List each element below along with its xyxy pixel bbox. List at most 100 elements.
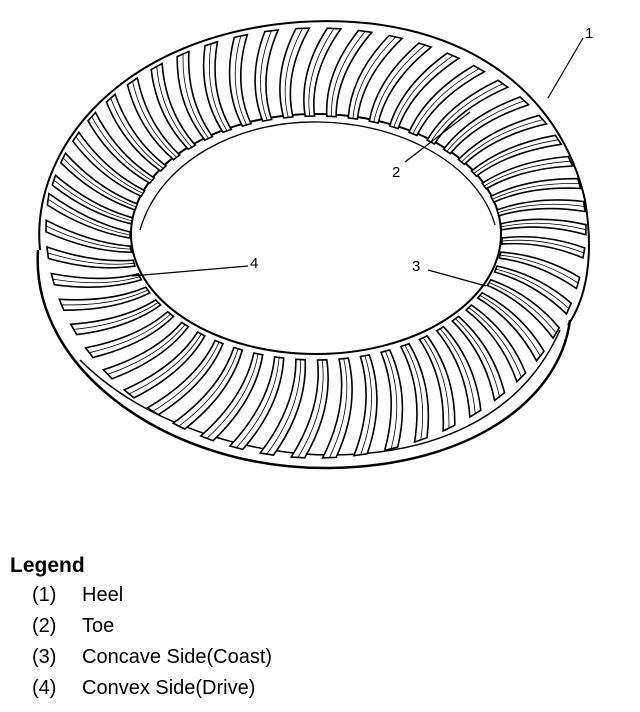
- gear-tooth-ridge: [330, 31, 366, 117]
- gear-tooth: [399, 342, 430, 444]
- callout-2-leader: [404, 111, 471, 163]
- gear-tooth-ridge: [501, 239, 584, 254]
- gear-tooth-ridge: [412, 68, 480, 135]
- gear-tooth: [442, 96, 531, 155]
- gear-tooth-ridge: [75, 136, 144, 194]
- gear-tooth: [289, 358, 329, 459]
- gear-outer-rim: [36, 249, 572, 470]
- gear-tooth-ridge: [61, 289, 148, 306]
- gear-tooth-ridge: [297, 359, 324, 458]
- gear-tooth: [486, 278, 561, 340]
- gear-bore-lip: [139, 121, 496, 231]
- gear-tooth: [498, 251, 581, 290]
- gear-tooth: [171, 346, 244, 430]
- gear-tooth: [176, 50, 214, 142]
- gear-tooth: [496, 199, 587, 217]
- gear-tooth-ridge: [455, 318, 500, 397]
- gear-tooth: [87, 111, 156, 185]
- gear-tooth: [199, 352, 264, 442]
- gear-tooth-ridge: [206, 353, 259, 439]
- gear-tooth-ridge: [393, 55, 454, 128]
- gear-tooth-ridge: [62, 157, 137, 208]
- legend-item-label: Concave Side(Coast): [82, 646, 273, 668]
- callout-4: 4: [250, 255, 258, 272]
- gear-tooth: [481, 155, 574, 190]
- gear-tooth: [58, 286, 151, 312]
- gear-tooth: [352, 353, 378, 457]
- gear-tooth-ridge: [468, 307, 522, 378]
- gear-tooth-ridge: [500, 254, 579, 284]
- gear-tooth-ridge: [209, 43, 228, 132]
- gear-tooth-ridge: [182, 53, 210, 139]
- gear-tooth: [126, 76, 181, 161]
- gear-tooth: [45, 245, 137, 269]
- gear-tooth-ridge: [497, 203, 585, 214]
- gear-tooth: [59, 151, 139, 211]
- gear-tooth-ridge: [479, 295, 541, 357]
- callout-2: 2: [392, 164, 400, 181]
- callout-1: 1: [585, 25, 593, 42]
- gear-tooth-ridge: [266, 359, 302, 455]
- gear-tooth: [258, 358, 307, 456]
- gear-tooth: [500, 235, 586, 260]
- gear-tooth: [347, 34, 404, 121]
- gear-tooth-ridge: [360, 355, 372, 455]
- legend-item-convex-side: (4) Convex Side(Drive): [10, 673, 272, 704]
- gear-tooth-ridge: [236, 357, 280, 448]
- gear-tooth-ridge: [156, 66, 193, 148]
- callout-3: 3: [412, 258, 420, 275]
- gear-tooth-ridge: [308, 28, 335, 117]
- gear-tooth-ridge: [73, 302, 159, 330]
- legend-item-label: Heel: [82, 584, 124, 606]
- gear-tooth: [325, 29, 374, 118]
- legend-item-concave-side: (3) Concave Side(Coast): [10, 642, 272, 673]
- gear-tooth: [150, 62, 197, 151]
- gear-tooth: [457, 114, 548, 166]
- gear-tooth: [489, 177, 582, 204]
- gear-tooth-ridge: [284, 28, 303, 118]
- gear-tooth-ridge: [501, 222, 586, 231]
- gear-tooth-ridge: [483, 160, 571, 187]
- gear-tooth-ridge: [385, 351, 398, 449]
- gear-tooth-ridge: [495, 268, 570, 309]
- gear-tooth-ridge: [473, 139, 559, 174]
- gear-tooth-ridge: [488, 282, 557, 334]
- gear-tooth-ridge: [329, 358, 348, 458]
- gear-inner-bore: [130, 113, 502, 355]
- gear-tooth: [303, 27, 343, 118]
- gear-tooth-ridge: [446, 100, 525, 152]
- gear-tooth: [499, 218, 587, 236]
- legend-item-label: Convex Side(Drive): [82, 677, 256, 699]
- gear-tooth: [228, 33, 253, 127]
- gear-tooth-ridge: [52, 276, 140, 284]
- gear-tooth: [50, 272, 143, 289]
- callout-4-leader: [131, 265, 249, 277]
- gear-tooth-ridge: [53, 179, 132, 222]
- gear-tooth: [368, 42, 433, 124]
- gear-tooth: [470, 134, 563, 178]
- gear-tooth-ridge: [404, 344, 423, 440]
- gear-tooth: [279, 27, 311, 119]
- callout-3-leader: [427, 269, 487, 287]
- gear-tooth: [101, 321, 190, 380]
- gear-tooth-ridge: [45, 225, 131, 250]
- legend-item-label: Toe: [82, 615, 115, 637]
- gear-tooth-ridge: [234, 35, 247, 125]
- gear-tooth: [69, 298, 162, 336]
- legend-item-number: (1): [32, 584, 57, 606]
- gear-tooth-ridge: [47, 252, 135, 265]
- gear-tooth: [407, 64, 487, 137]
- gear-tooth-ridge: [107, 324, 186, 375]
- legend-item-number: (4): [32, 677, 57, 699]
- gear-tooth-ridge: [422, 337, 450, 429]
- gear-tooth-ridge: [91, 116, 153, 181]
- gear-tooth-ridge: [439, 328, 476, 414]
- gear-tooth: [379, 349, 404, 452]
- gear-tooth: [122, 331, 207, 399]
- gear-tooth-ridge: [110, 98, 164, 169]
- gear-tooth: [425, 79, 510, 145]
- gear-tooth: [321, 357, 353, 459]
- gear-tooth: [476, 291, 545, 363]
- gear-tooth: [451, 315, 506, 402]
- legend-title: Legend: [10, 554, 85, 577]
